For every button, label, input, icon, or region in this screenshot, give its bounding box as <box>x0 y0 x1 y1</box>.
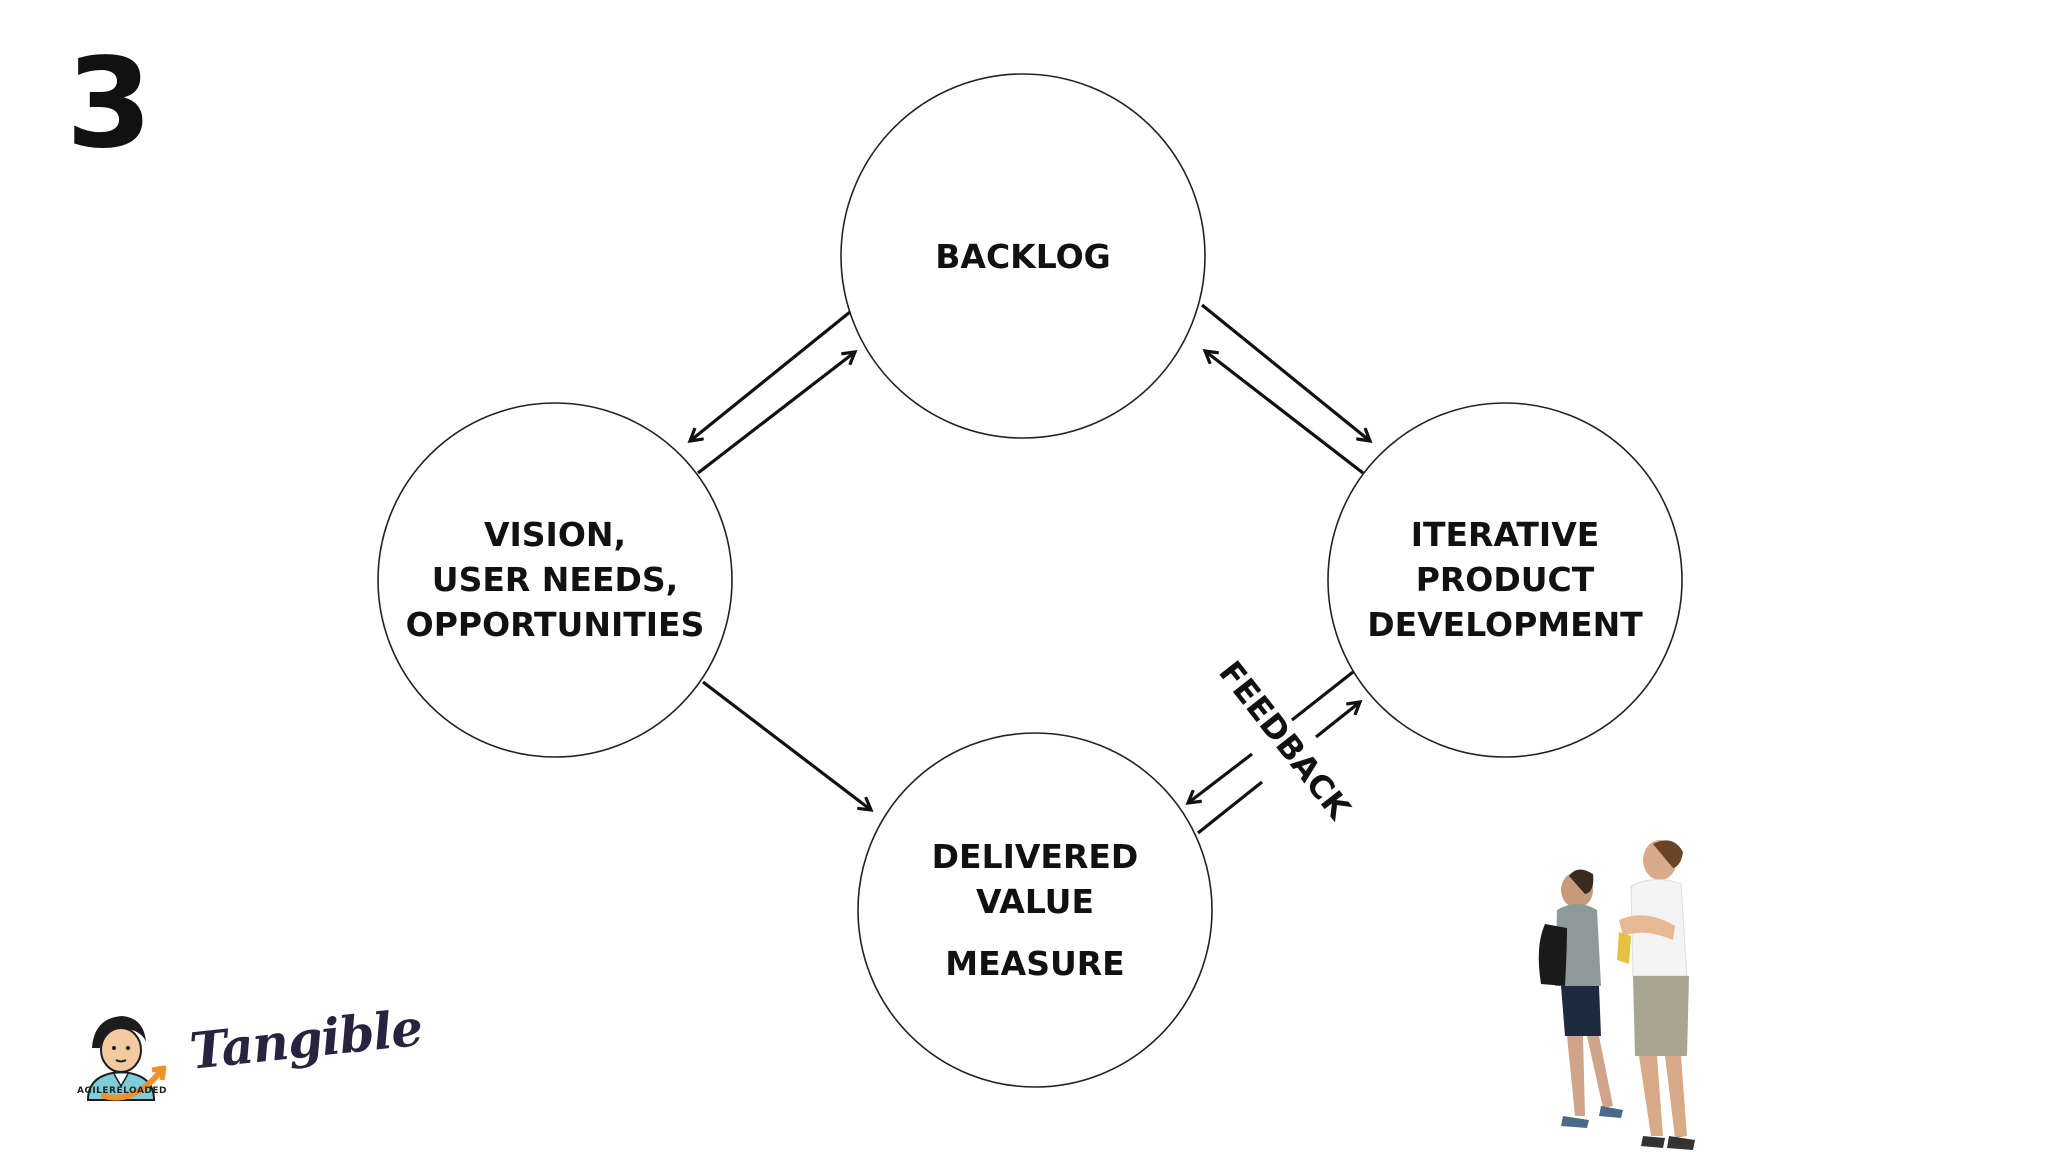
people-looking-up-photo <box>1538 840 1695 1150</box>
delivered-label-line-2: VALUE <box>976 882 1094 921</box>
vision-label-line-1: VISION, <box>484 515 626 554</box>
agilereloaded-logo-text: AGILERELOADED <box>76 1086 168 1096</box>
backlog-label: BACKLOG <box>935 237 1110 276</box>
arrow-backlog-to-iterative <box>1200 303 1370 441</box>
iterative-label-line-1: ITERATIVE <box>1411 515 1600 554</box>
vision-label-line-3: OPPORTUNITIES <box>406 605 705 644</box>
agilereloaded-logo-icon <box>86 1016 167 1101</box>
arrow-vision-to-delivered <box>702 680 871 810</box>
feedback-label: FEEDBACK <box>1211 654 1358 828</box>
delivered-label-line-1: DELIVERED <box>932 837 1139 876</box>
arrow-backlog-to-vision <box>690 310 852 441</box>
arrow-delivered-to-iterative-head <box>1315 702 1360 739</box>
iterative-circle <box>1327 402 1683 758</box>
backlog-circle <box>840 73 1206 439</box>
iterative-label-line-3: DEVELOPMENT <box>1367 605 1643 644</box>
delivered-circle <box>857 732 1213 1088</box>
iterative-label-line-2: PRODUCT <box>1416 560 1595 599</box>
arrow-iterative-to-backlog <box>1205 351 1364 475</box>
arrow-iterative-to-delivered <box>1291 670 1354 722</box>
measure-label: MEASURE <box>945 944 1124 983</box>
vision-circle <box>377 402 733 758</box>
vision-label-line-2: USER NEEDS, <box>432 560 678 599</box>
slide-number: 3 <box>66 32 152 176</box>
arrow-delivered-to-iterative <box>1197 780 1263 835</box>
arrow-iterative-to-delivered-head <box>1188 752 1253 803</box>
arrow-vision-to-backlog <box>697 352 855 475</box>
